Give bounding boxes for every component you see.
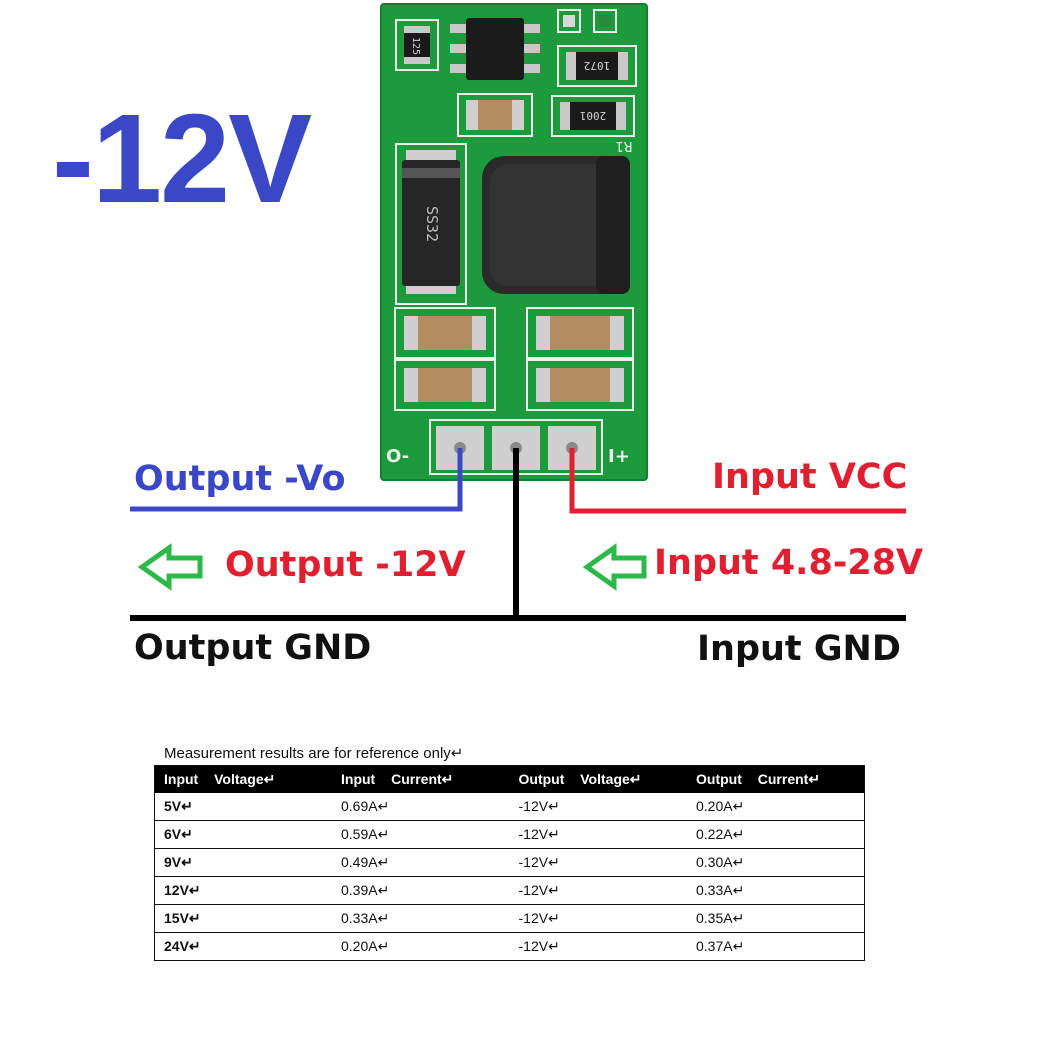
- ic-chip: [450, 18, 540, 80]
- cell-output-voltage: -12V↵: [509, 848, 687, 877]
- wire-input-vcc: [569, 448, 906, 514]
- table-row: 15V↵ 0.33A↵ -12V↵ 0.35A↵: [154, 904, 865, 933]
- silk-output-minus: O-: [386, 446, 409, 467]
- capacitor-small: [457, 93, 533, 137]
- diode-ss32: SS32: [395, 143, 467, 305]
- label-input-range: Input 4.8-28V: [654, 543, 924, 583]
- cell-input-voltage: 9V↵: [154, 848, 332, 877]
- cell-output-current: 0.33A↵: [687, 876, 865, 905]
- cell-output-voltage: -12V↵: [518, 938, 560, 954]
- resistor-1072-label: 1072: [584, 59, 611, 72]
- table-note: Measurement results are for reference on…: [164, 745, 464, 762]
- resistor-1072: 1072: [557, 45, 637, 87]
- cell-output-current: 0.37A↵: [696, 938, 745, 954]
- diode-ss32-label: SS32: [423, 206, 441, 242]
- cell-input-voltage: 5V↵: [154, 793, 332, 821]
- cell-input-voltage: 24V↵: [164, 938, 201, 954]
- inductor: [482, 156, 630, 294]
- table-row: 24V↵ 0.20A↵ -12V↵ 0.37A↵: [155, 933, 865, 961]
- cell-output-voltage: -12V↵: [509, 820, 687, 849]
- arrow-left-icon: [582, 543, 647, 591]
- cell-input-voltage: 12V↵: [154, 876, 332, 905]
- resistor-2001-label: 2001: [580, 109, 607, 122]
- capacitor-bank: [394, 307, 634, 411]
- cell-output-current: 0.35A↵: [687, 904, 865, 933]
- table-row: 9V↵ 0.49A↵ -12V↵ 0.30A↵: [154, 848, 865, 877]
- cell-input-current: 0.69A↵: [332, 793, 510, 821]
- cell-input-current: 0.39A↵: [332, 876, 510, 905]
- label-input-vcc: Input VCC: [712, 457, 908, 497]
- cell-output-current: 0.20A↵: [687, 793, 865, 821]
- measurement-table: Input Voltage↵ Input Current↵ Output Vol…: [154, 765, 865, 961]
- arrow-left-icon: [137, 543, 203, 591]
- cell-output-voltage: -12V↵: [509, 793, 687, 821]
- cell-output-current: 0.30A↵: [687, 848, 865, 877]
- header-output-current: Output Current↵: [687, 765, 865, 793]
- header-output-voltage: Output Voltage↵: [509, 765, 687, 793]
- pcb-board: 125 1072: [380, 3, 648, 481]
- label-input-gnd: Input GND: [697, 629, 901, 669]
- cell-output-current: 0.22A↵: [687, 820, 865, 849]
- wire-output-vo: [130, 448, 463, 512]
- silk-input-plus: I+: [608, 446, 630, 467]
- r1-silk-label: R1: [615, 138, 632, 153]
- cell-input-voltage: 15V↵: [154, 904, 332, 933]
- cell-input-current: 0.20A↵: [341, 938, 390, 954]
- label-output-voltage: Output -12V: [225, 545, 466, 585]
- cell-output-voltage: -12V↵: [509, 876, 687, 905]
- cell-input-current: 0.49A↵: [332, 848, 510, 877]
- label-output-gnd: Output GND: [134, 628, 372, 668]
- header-input-voltage: Input Voltage↵: [154, 765, 332, 793]
- resistor-125: 125: [395, 19, 439, 71]
- label-output-vo: Output -Vo: [134, 459, 346, 499]
- cell-output-voltage: -12V↵: [509, 904, 687, 933]
- resistor-125-label: 125: [410, 37, 421, 55]
- resistor-2001: 2001: [551, 95, 635, 137]
- header-input-current: Input Current↵: [332, 765, 510, 793]
- cell-input-current: 0.59A↵: [332, 820, 510, 849]
- cell-input-current: 0.33A↵: [332, 904, 510, 933]
- table-row: 5V↵ 0.69A↵ -12V↵ 0.20A↵: [154, 793, 865, 821]
- table-header-row: Input Voltage↵ Input Current↵ Output Vol…: [154, 765, 865, 793]
- table-row: 6V↵ 0.59A↵ -12V↵ 0.22A↵: [154, 820, 865, 849]
- table-row: 12V↵ 0.39A↵ -12V↵ 0.33A↵: [154, 876, 865, 905]
- wires: [130, 448, 906, 621]
- cell-input-voltage: 6V↵: [154, 820, 332, 849]
- voltage-title: -12V: [52, 88, 312, 229]
